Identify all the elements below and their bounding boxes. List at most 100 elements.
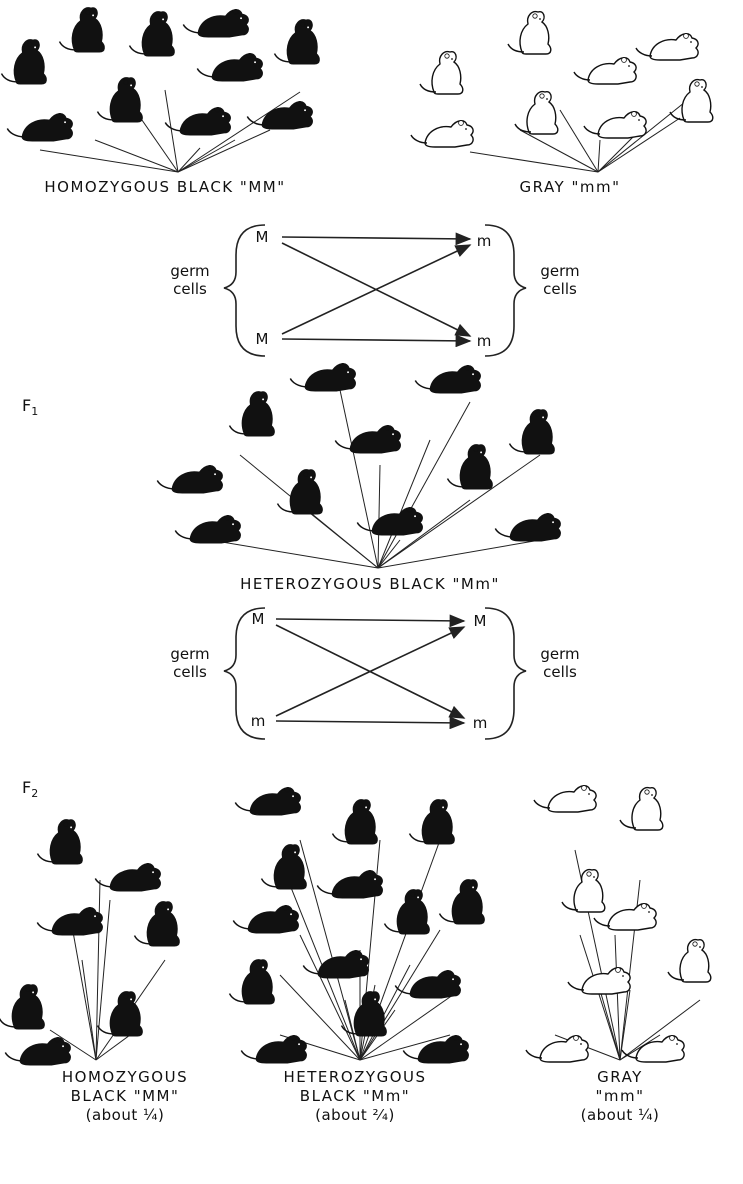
generation-f2-label: F2 [22,778,39,801]
arrow-cross [281,244,472,335]
arrow-m-to-m [281,334,472,348]
black-animal [260,844,307,890]
connector-line [69,914,97,1061]
allele-left-bottom: m [250,712,266,730]
connector-line [299,504,379,569]
gray-animal [419,50,464,95]
allele-right-top: m [476,232,492,250]
connector-line [177,91,301,173]
black-animal [4,1036,71,1066]
gray-animal [573,57,637,85]
connector-line [359,989,461,1061]
connector-line [39,149,179,173]
connector-line [339,389,379,569]
gray-animal [561,868,606,913]
connector-line [177,129,271,173]
right-brace [484,224,527,357]
connector-line [299,839,361,1061]
arrow-m-to-m [281,232,472,246]
black-animal [273,19,320,65]
connector-line [519,129,599,173]
black-animal [356,506,423,536]
black-animal [174,514,241,544]
gray-animal [567,967,631,995]
arrow-m-to-m [275,614,466,628]
gray-animal [583,111,647,139]
black-animal [446,444,493,490]
black-animal [128,11,175,57]
black-animal [96,991,143,1037]
connector-line [177,139,236,173]
connector-line [469,151,599,173]
black-animal [334,424,401,454]
germ-cell-cross-2 [223,607,527,740]
black-animal [276,469,323,515]
gray-animal [507,10,552,55]
black-animal [438,879,485,925]
black-animal [36,819,83,865]
connector-line [177,147,201,173]
gray-animal [593,903,657,931]
gray-animal [514,90,559,135]
connector-line [377,401,471,569]
black-animal [246,100,313,130]
germ-cells-right-label: germ cells [540,645,580,681]
allele-right-top: M [473,612,487,630]
allele-right-bottom: m [476,332,492,350]
gray-animal [533,785,597,813]
black-animal [228,391,275,437]
allele-right-bottom: m [472,714,488,732]
connector-line [49,1029,97,1061]
germ-cells-right-label: germ cells [540,262,580,298]
black-animal [6,112,73,142]
connector-line [81,959,97,1061]
connector-line [377,539,401,569]
black-animal [331,799,378,845]
black-animal [494,512,561,542]
black-animal [58,7,105,53]
connector-line [95,879,101,1061]
connector-line [359,964,411,1061]
left-brace [223,224,266,357]
germ-cell-cross-1 [223,224,527,357]
black-animal [156,464,223,494]
left-brace [223,607,266,740]
gray-animal [621,1035,685,1063]
black-animal [316,869,383,899]
f2-homozygous-black-label: HOMOZYGOUS BLACK "MM" (about ¼) [61,1068,189,1124]
germ-cells-left-label: germ cells [170,262,210,298]
black-animal [94,862,161,892]
black-animal [394,969,461,999]
connector-line [559,109,599,173]
black-animal [36,906,103,936]
allele-left-bottom: M [255,330,269,348]
connector-line [377,439,431,569]
homozygous-black-parent-label: HOMOZYGOUS BLACK "MM" [44,178,286,196]
black-animal [289,362,356,392]
black-animal [408,799,455,845]
connector-line [95,1034,131,1061]
gray-animal [410,120,474,148]
black-animal [228,959,275,1005]
connector-line [299,934,361,1061]
arrow-m-to-m [275,716,466,730]
f2-gray-label: GRAY "mm" (about ¼) [580,1068,660,1124]
connector-line [614,934,621,1061]
black-animal [302,949,369,979]
gray-animal [669,78,714,123]
germ-cells-left-label: germ cells [170,645,210,681]
black-animal [383,889,430,935]
connector-line [377,499,471,569]
connector-line [359,929,441,1061]
gray-parent-label: GRAY "mm" [519,178,621,196]
connector-line [359,1034,451,1061]
generation-f1-label: F1 [22,396,39,419]
black-animal [133,901,180,947]
f2-heterozygous-black-label: HETEROZYGOUS BLACK "Mm" (about ²⁄₄) [283,1068,427,1124]
connector-line [599,989,621,1061]
black-animal [196,52,263,82]
connector-line [209,539,379,569]
connector-line [377,454,541,569]
